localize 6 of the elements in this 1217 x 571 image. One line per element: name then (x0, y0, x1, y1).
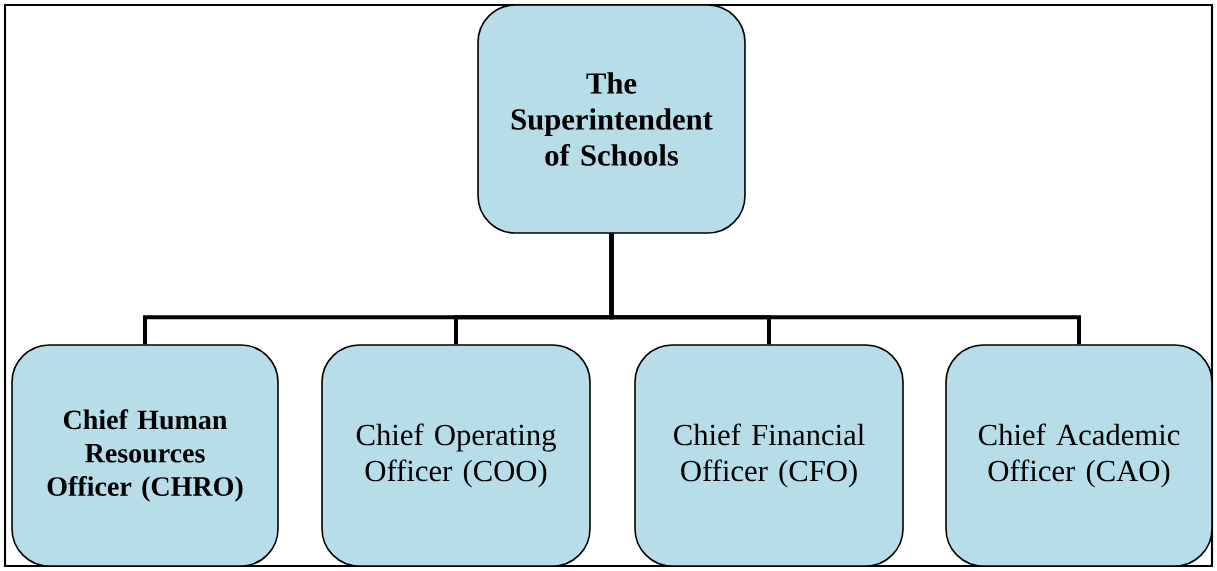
org-box: The Superintendent of Schools (477, 4, 746, 234)
org-box: Chief Academic Officer (CAO) (945, 344, 1213, 567)
org-box: Chief Operating Officer (COO) (321, 344, 591, 567)
org-box: Chief Human Resources Officer (CHRO) (11, 344, 279, 567)
org-box: Chief Financial Officer (CFO) (634, 344, 904, 567)
connector (609, 233, 1081, 345)
